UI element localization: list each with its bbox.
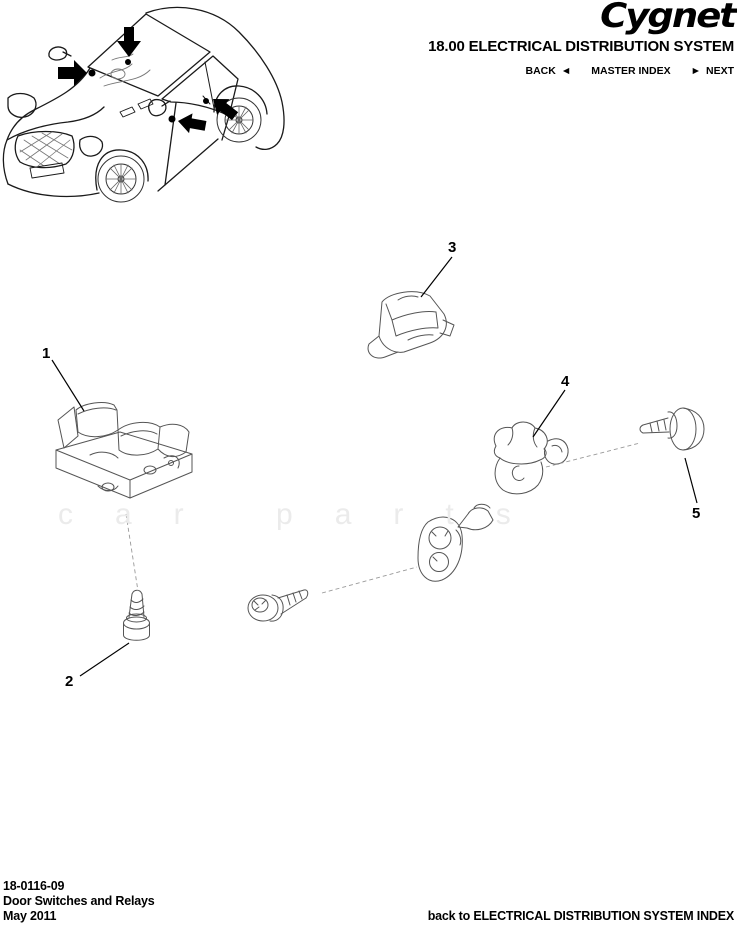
nav-back-arrow-icon[interactable]: ◄ (560, 65, 572, 77)
part-1-relay-bracket-assembly (55, 402, 193, 499)
door-switch-with-connector (417, 503, 494, 582)
assembly-line-switch-screw (321, 566, 418, 594)
leader-line-1 (51, 359, 85, 412)
pointer-arrow-down (117, 27, 141, 57)
part-4-door-switch (493, 421, 569, 495)
pointer-arrow-right (58, 60, 87, 86)
nav-back-link[interactable]: BACK (525, 65, 556, 77)
leader-line-2 (79, 642, 130, 677)
location-dot-cowl (88, 69, 96, 77)
leader-line-5 (684, 457, 698, 504)
footer-info: 18-0116-09 Door Switches and Relays May … (3, 879, 155, 924)
pointer-arrow-left (178, 113, 207, 134)
part-2-screw (123, 589, 150, 641)
nav-master-index-link[interactable]: MASTER INDEX (591, 65, 671, 77)
part-3-relay (367, 291, 455, 359)
assembly-line-4-5 (545, 442, 641, 468)
cygnet-logo: Cygnet (600, 0, 737, 36)
assembly-line-1-2 (125, 513, 139, 592)
watermark: car parts (58, 498, 553, 531)
callout-5: 5 (692, 505, 701, 522)
leader-line-3 (420, 256, 453, 298)
nav-bar: BACK ◄ MASTER INDEX ► NEXT (525, 65, 734, 77)
location-dot-sill (168, 115, 176, 123)
doc-date: May 2011 (3, 909, 57, 923)
leader-line-4 (532, 389, 566, 438)
page-title: 18.00 ELECTRICAL DISTRIBUTION SYSTEM (428, 38, 734, 55)
part-5-screw (639, 407, 705, 451)
callout-1: 1 (42, 345, 51, 362)
location-dot-dash (125, 59, 131, 65)
index-back-link[interactable]: back to ELECTRICAL DISTRIBUTION SYSTEM I… (427, 909, 734, 923)
nav-next-arrow-icon[interactable]: ► (690, 65, 701, 77)
callout-4: 4 (561, 373, 570, 390)
callout-2: 2 (65, 673, 74, 690)
nav-next-link[interactable]: NEXT (705, 65, 734, 77)
location-dot-bpillar (203, 98, 209, 104)
car-location-illustration (2, 6, 285, 203)
doc-number: 18-0116-09 (3, 879, 65, 893)
callout-3: 3 (448, 239, 457, 256)
doc-title: Door Switches and Relays (3, 894, 155, 908)
middle-screw (247, 589, 309, 622)
pointer-arrow-downleft (213, 99, 239, 121)
